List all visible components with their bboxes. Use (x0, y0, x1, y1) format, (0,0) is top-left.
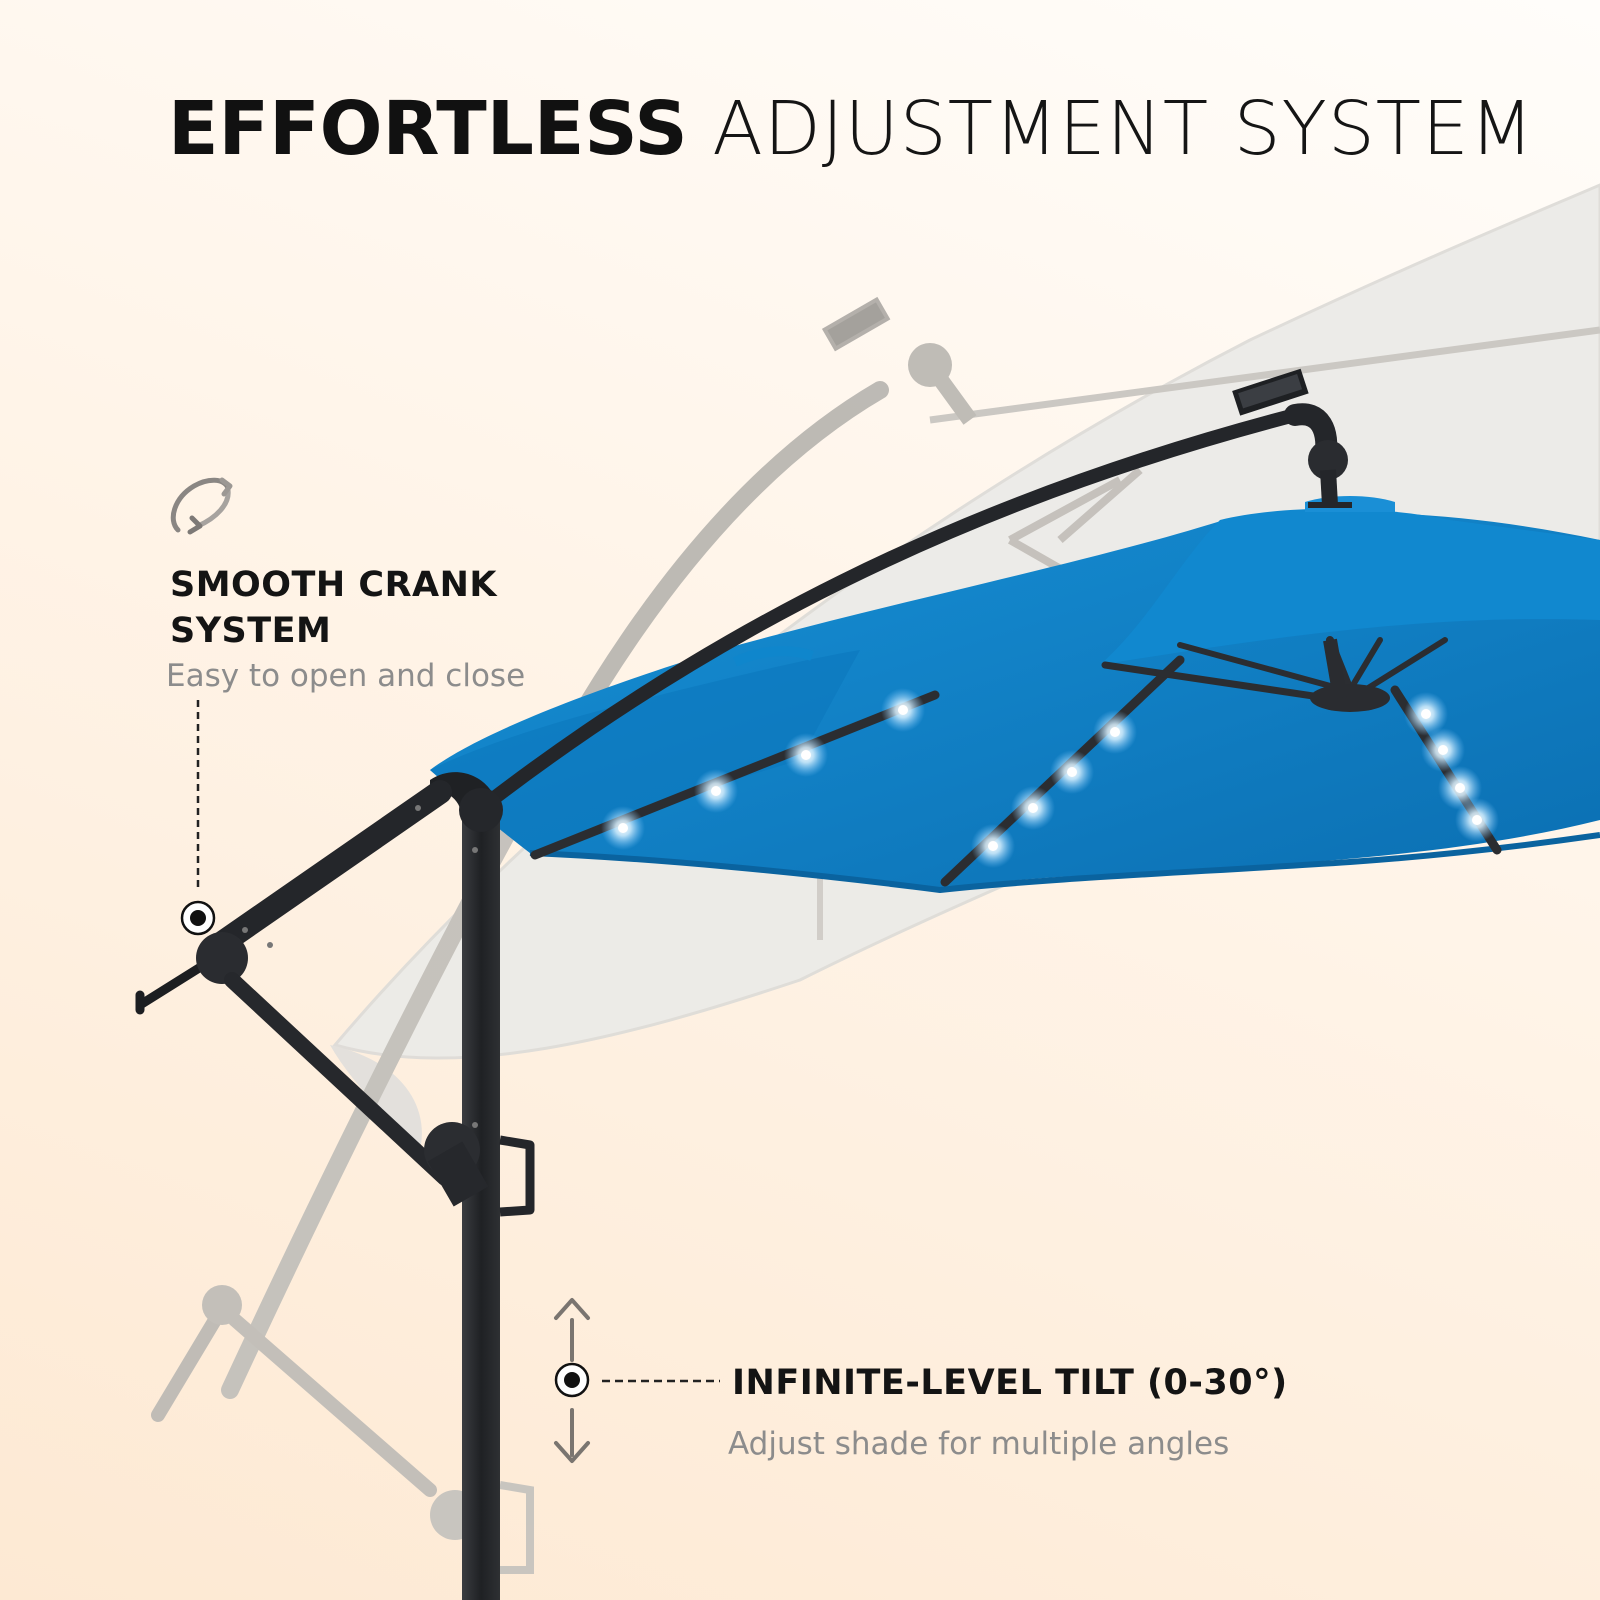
arrow-down-icon (554, 1408, 590, 1463)
support-strut (224, 972, 453, 1186)
rotate-arrow-icon (170, 477, 233, 535)
page-title: EFFORTLESS ADJUSTMENT SYSTEM (168, 92, 1535, 166)
tilt-knuckle (1308, 440, 1348, 480)
crank-callout (180, 700, 216, 936)
pole (462, 800, 500, 1600)
ghost-solar-panel (821, 296, 891, 352)
crank-heading: SMOOTH CRANK SYSTEM (170, 565, 498, 651)
crank-subtitle: Easy to open and close (166, 658, 526, 694)
solar-panel (1232, 368, 1309, 416)
crank-hub (196, 932, 248, 984)
crank-arm (203, 780, 452, 960)
umbrella-frame (135, 368, 1352, 1600)
arched-arm (478, 408, 1302, 812)
led-lights (601, 688, 1499, 868)
side-handle (499, 1135, 535, 1217)
title-light: ADJUSTMENT SYSTEM (712, 86, 1535, 172)
tilt-callout (554, 1298, 720, 1463)
tilt-heading: INFINITE-LEVEL TILT (0-30°) (732, 1363, 1288, 1403)
tilt-subtitle: Adjust shade for multiple angles (728, 1426, 1230, 1462)
title-bold: EFFORTLESS (168, 86, 688, 172)
arrow-up-icon (554, 1298, 590, 1362)
ghost-arm (566, 381, 889, 734)
canopy-hub (1310, 684, 1390, 712)
